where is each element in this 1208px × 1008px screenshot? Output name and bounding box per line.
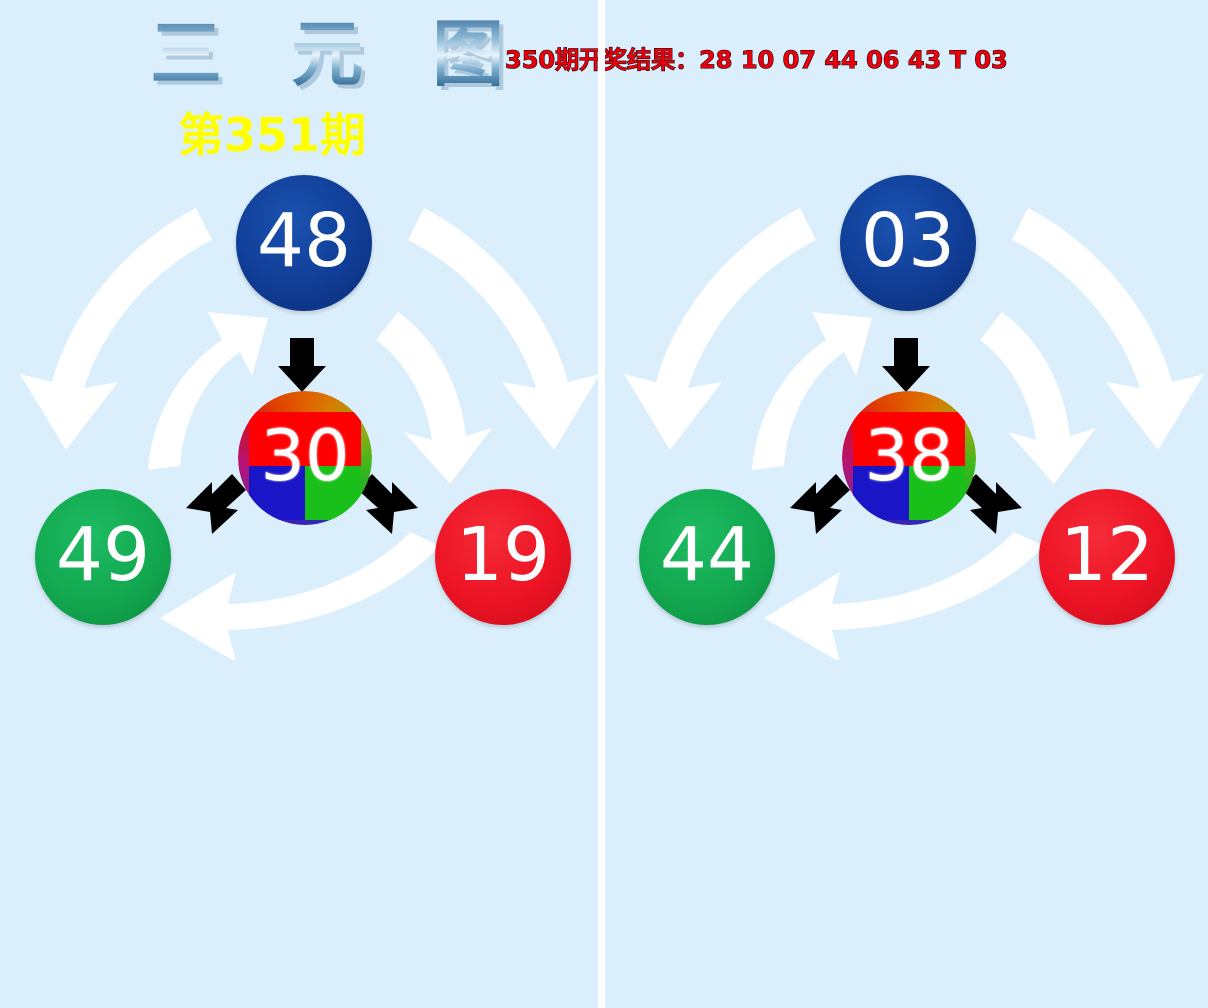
ball-center[interactable]: 30 (238, 391, 372, 525)
ball-center-blue-quadrant (248, 466, 305, 520)
page-title: 三 元 图 (150, 12, 527, 96)
ball-center-green-quadrant (909, 466, 966, 520)
ball-center-number: 38 (864, 415, 954, 497)
ball-center-red-quadrant (248, 412, 362, 467)
ball-top-number: 48 (256, 198, 352, 284)
left-white-arrows (20, 208, 600, 660)
ball-top[interactable]: 03 (840, 175, 976, 311)
ball-center[interactable]: 38 (842, 391, 976, 525)
left-black-arrows (186, 338, 418, 534)
ball-left-number: 44 (659, 512, 755, 598)
right-white-arrows (624, 208, 1204, 660)
ball-left[interactable]: 44 (639, 489, 775, 625)
ball-center-green-quadrant (305, 466, 362, 520)
right-black-arrows (790, 338, 1022, 534)
ball-right-number: 19 (455, 512, 551, 598)
ball-top[interactable]: 48 (236, 175, 372, 311)
issue-number-label: 第351期 (178, 108, 367, 162)
previous-draw-result: 350期开奖结果：28 10 07 44 06 43 T 03 (505, 46, 1009, 74)
ball-right[interactable]: 12 (1039, 489, 1175, 625)
right-panel: 03 44 12 38 (604, 0, 1208, 1008)
ball-center-blue-quadrant (852, 466, 909, 520)
left-panel: 48 49 19 30 (0, 160, 604, 660)
ball-left-number: 49 (55, 512, 151, 598)
ball-right[interactable]: 19 (435, 489, 571, 625)
ball-right-number: 12 (1059, 512, 1155, 598)
ball-top-number: 03 (860, 198, 956, 284)
right-diagram: 03 44 12 38 (604, 160, 1208, 660)
ball-center-number: 30 (260, 415, 350, 497)
ball-center-red-quadrant (852, 412, 966, 467)
ball-left[interactable]: 49 (35, 489, 171, 625)
panel-divider (598, 0, 605, 1008)
left-diagram: 48 49 19 30 (0, 160, 604, 660)
